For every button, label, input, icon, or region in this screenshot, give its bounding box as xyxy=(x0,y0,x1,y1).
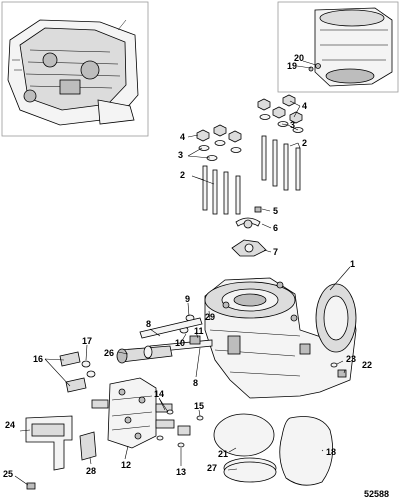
callout-4-right: 4 xyxy=(302,101,307,111)
callout-21: 21 xyxy=(218,449,228,459)
callout-7: 7 xyxy=(273,247,278,257)
clamp-hardware xyxy=(231,206,267,257)
callout-15: 15 xyxy=(194,401,204,411)
callout-29: 29 xyxy=(205,312,215,322)
callout-25: 25 xyxy=(3,469,13,479)
callout-1: 1 xyxy=(350,259,355,269)
callout-14: 14 xyxy=(154,389,164,399)
callout-9: 9 xyxy=(185,294,190,304)
callout-27: 27 xyxy=(207,463,217,473)
callout-3-right: 3 xyxy=(290,120,295,130)
plug-22 xyxy=(337,369,347,378)
callout-5: 5 xyxy=(273,206,278,216)
callout-8-top: 8 xyxy=(146,319,151,329)
callout-2-right: 2 xyxy=(302,138,307,148)
callout-2-left: 2 xyxy=(180,170,185,180)
bolt-25 xyxy=(26,482,36,490)
plate-24 xyxy=(25,415,73,471)
callout-3-left: 3 xyxy=(178,150,183,160)
callout-11: 11 xyxy=(194,326,204,336)
inset-housing xyxy=(308,7,393,87)
seal-21 xyxy=(213,413,275,457)
callout-18: 18 xyxy=(326,447,336,457)
main-housing xyxy=(204,277,357,399)
small-fittings xyxy=(156,409,204,448)
leader-lines xyxy=(14,60,351,486)
callout-12: 12 xyxy=(121,460,131,470)
inset-engine-assembly xyxy=(7,19,139,126)
callout-17: 17 xyxy=(82,336,92,346)
callout-labels: 1 2 2 3 3 4 4 5 6 7 8 8 9 10 11 12 13 14… xyxy=(3,53,372,479)
fitting-28 xyxy=(79,431,97,461)
gasket-18 xyxy=(279,416,334,486)
shaft-assembly-26 xyxy=(116,345,173,364)
callout-24: 24 xyxy=(5,420,15,430)
studs-and-nuts xyxy=(196,94,304,215)
callout-22: 22 xyxy=(362,360,372,370)
callout-20: 20 xyxy=(294,53,304,63)
callout-19: 19 xyxy=(287,61,297,71)
callout-10: 10 xyxy=(175,338,185,348)
callout-28: 28 xyxy=(86,466,96,476)
callout-13: 13 xyxy=(176,467,186,477)
oring-23 xyxy=(330,362,338,368)
callout-23: 23 xyxy=(346,354,356,364)
fittings-16-17 xyxy=(59,351,96,393)
callout-26: 26 xyxy=(104,348,114,358)
callout-16: 16 xyxy=(33,354,43,364)
reference-number: 52588 xyxy=(364,489,389,499)
callout-8-bottom: 8 xyxy=(193,378,198,388)
callout-6: 6 xyxy=(273,223,278,233)
callout-4-left: 4 xyxy=(180,132,185,142)
